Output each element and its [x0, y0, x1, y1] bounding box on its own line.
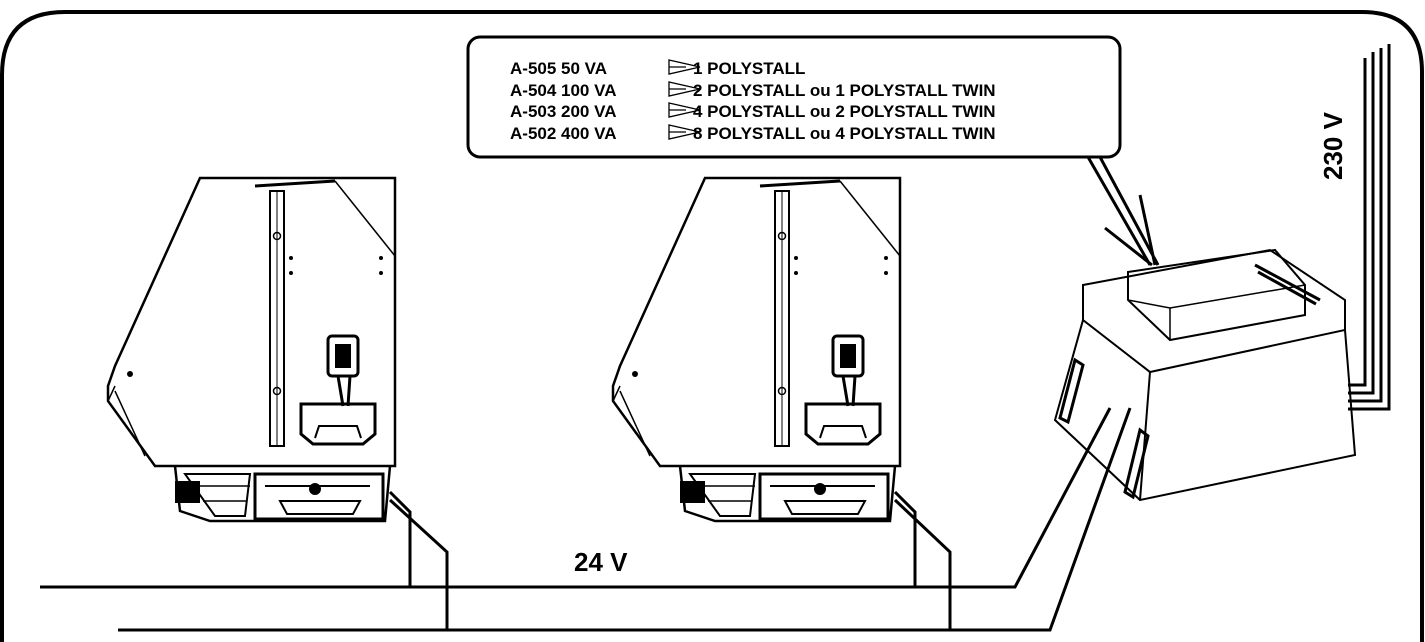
- legend-capacity: 1 POLYSTALL: [693, 59, 805, 78]
- arrow-icon: [668, 59, 701, 75]
- bus-line-upper: [40, 407, 1112, 589]
- drop-wire: [893, 490, 917, 587]
- callout-pointer: [1086, 156, 1160, 267]
- legend-row: A-505 50 VA 1 POLYSTALL: [510, 59, 805, 78]
- low-voltage-label: 24 V: [574, 547, 628, 577]
- drop-wire: [388, 498, 449, 630]
- legend-box: [466, 35, 1122, 159]
- bus-line-lower: [118, 407, 1132, 632]
- mains-voltage-label: 230 V: [1318, 111, 1348, 180]
- legend-model: A-504 100 VA: [510, 81, 616, 100]
- mains-line: [1348, 58, 1367, 387]
- drop-wire: [388, 490, 412, 587]
- legend-row: A-503 200 VA 4 POLYSTALL ou 2 POLYSTALL …: [510, 102, 996, 121]
- legend-capacity: 4 POLYSTALL ou 2 POLYSTALL TWIN: [693, 102, 996, 121]
- transformer: [1053, 248, 1357, 502]
- feeder-unit-right: [611, 176, 902, 523]
- legend-model: A-505 50 VA: [510, 59, 607, 78]
- legend-row: A-502 400 VA 8 POLYSTALL ou 4 POLYSTALL …: [510, 124, 996, 143]
- legend-capacity: 8 POLYSTALL ou 4 POLYSTALL TWIN: [693, 124, 996, 143]
- arrow-icon: [668, 124, 701, 140]
- legend-row: A-504 100 VA 2 POLYSTALL ou 1 POLYSTALL …: [510, 81, 996, 100]
- feeder-unit-left: [106, 176, 397, 523]
- mains-line: [1348, 52, 1375, 395]
- legend-model: A-502 400 VA: [510, 124, 616, 143]
- arrow-icon: [668, 81, 701, 97]
- mains-line: [1348, 44, 1391, 411]
- drop-wire: [893, 498, 952, 630]
- mains-line: [1348, 48, 1383, 403]
- legend-capacity: 2 POLYSTALL ou 1 POLYSTALL TWIN: [693, 81, 996, 100]
- outer-frame: [0, 10, 1424, 642]
- legend-model: A-503 200 VA: [510, 102, 616, 121]
- arrow-icon: [668, 102, 701, 118]
